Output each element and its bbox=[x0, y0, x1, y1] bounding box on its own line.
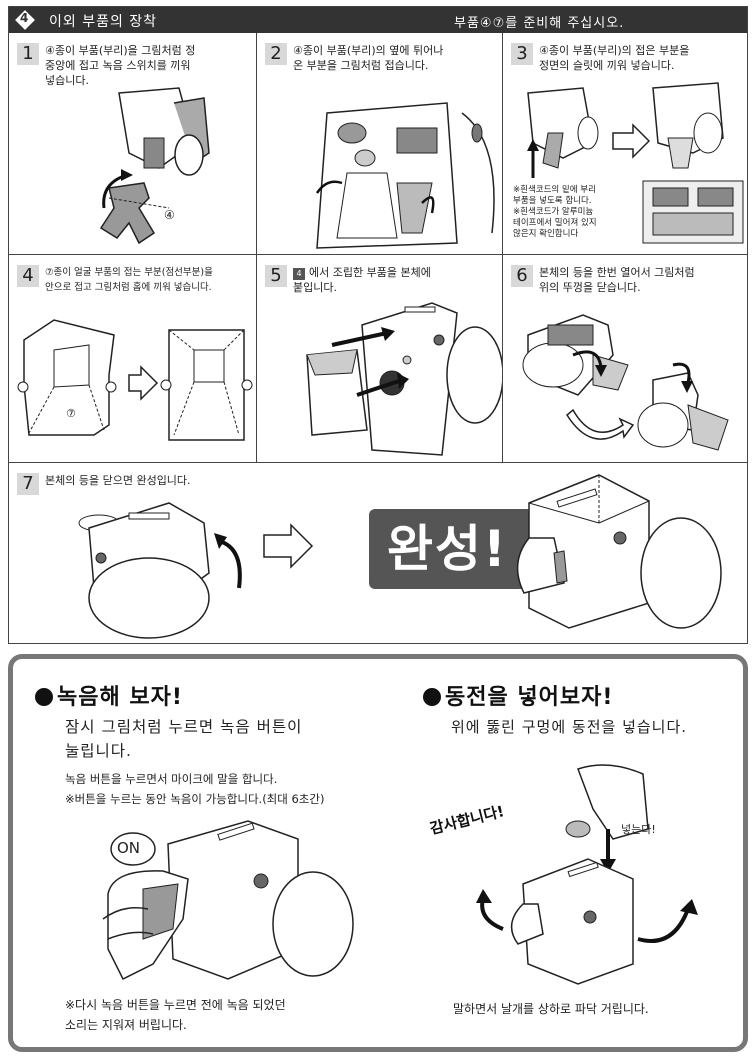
step-line: 넣습니다. bbox=[45, 74, 89, 87]
note-line: ※흰색코드의 밑에 부리 bbox=[513, 185, 596, 195]
parts-prep-text: 부품④⑦를 준비해 주십시오. bbox=[454, 16, 625, 31]
step-number: 4 bbox=[17, 265, 39, 287]
face-fold-illustration bbox=[17, 319, 253, 441]
usage-section: 녹음해 보자! 잠시 그림처럼 누르면 녹음 버튼이 눌립니다. 녹음 버튼을 … bbox=[8, 654, 748, 1052]
step-4-panel: 4 ⑦종이 얼굴 부품의 접는 부분(점선부분)을 안으로 접고 그림처럼 홈에… bbox=[9, 255, 257, 463]
step-number: 2 bbox=[265, 43, 287, 65]
step-number: 3 bbox=[511, 43, 533, 65]
coin-lead-line: 위에 뚫린 구멍에 동전을 넣습니다. bbox=[451, 718, 688, 736]
press-button-illustration bbox=[102, 820, 354, 981]
step-line: 온 부분을 그림처럼 접습니다. bbox=[293, 59, 429, 72]
step-text: ④종이 부품(부리)을 그림처럼 정 중앙에 접고 녹음 스위치를 끼워 넣습니… bbox=[45, 43, 195, 88]
on-label: ON bbox=[117, 839, 141, 857]
part-4-label: ④ bbox=[164, 208, 175, 222]
close-back-illustration bbox=[78, 474, 722, 639]
step-1-panel: 1 ④종이 부품(부리)을 그림처럼 정 중앙에 접고 녹음 스위치를 끼워 넣… bbox=[9, 33, 257, 255]
record-body: 녹음 버튼을 누르면서 마이크에 말을 합니다. ※버튼을 누르는 동안 녹음이… bbox=[65, 769, 324, 809]
section-header: 4 이외 부품의 장착 부품④⑦를 준비해 주십시오. bbox=[9, 7, 747, 33]
step-text: ⑦종이 얼굴 부품의 접는 부분(점선부분)을 안으로 접고 그림처럼 홈에 끼… bbox=[45, 265, 213, 295]
coin-footer-line: 말하면서 날개를 상하로 파닥 거립니다. bbox=[453, 1002, 649, 1016]
section-title: 이외 부품의 장착 bbox=[49, 14, 158, 30]
record-body-line: 녹음 버튼을 누르면서 마이크에 말을 합니다. bbox=[65, 772, 278, 786]
close-lid-illustration bbox=[522, 314, 729, 451]
record-lead-line: 눌립니다. bbox=[65, 742, 132, 760]
record-heading: 녹음해 보자! bbox=[35, 679, 183, 711]
step-line: 4 에서 조립한 부품을 본체에 bbox=[293, 265, 431, 280]
step-2-panel: 2 ④종이 부품(부리)의 옆에 튀어나 온 부분을 그림처럼 접습니다. bbox=[257, 33, 503, 255]
record-heading-text: 녹음해 보자! bbox=[57, 685, 183, 710]
coin-footer: 말하면서 날개를 상하로 파닥 거립니다. bbox=[453, 999, 649, 1019]
step-6-panel: 6 본체의 등을 한번 열어서 그림처럼 위의 뚜껑을 닫습니다. bbox=[503, 255, 747, 463]
step-3-panel: 3 ④종이 부품(부리)의 접은 부분을 정면의 슬릿에 끼워 넣습니다. bbox=[503, 33, 747, 255]
record-footer: ※다시 녹음 버튼을 누르면 전에 녹음 되었던 소리는 지워져 버립니다. bbox=[65, 995, 286, 1035]
beak-fold-illustration bbox=[99, 87, 210, 245]
bullet-dot-icon bbox=[35, 688, 53, 706]
step-ref-badge: 4 bbox=[293, 268, 305, 280]
step-number: 6 bbox=[511, 265, 533, 287]
step-text: 본체의 등을 닫으면 완성입니다. bbox=[45, 473, 191, 488]
attach-face-illustration bbox=[306, 302, 502, 456]
step-text: ④종이 부품(부리)의 옆에 튀어나 온 부분을 그림처럼 접습니다. bbox=[293, 43, 443, 73]
step-number: 7 bbox=[17, 473, 39, 495]
slit-insert-illustration bbox=[527, 82, 744, 244]
coin-lead: 위에 뚫린 구멍에 동전을 넣습니다. bbox=[451, 715, 687, 739]
step-line: ④종이 부품(부리)의 접은 부분을 bbox=[539, 44, 690, 57]
step-5-panel: 5 4 에서 조립한 부품을 본체에 붙입니다. bbox=[257, 255, 503, 463]
insert-coin-illustration bbox=[476, 764, 698, 985]
step-text: 4 에서 조립한 부품을 본체에 붙입니다. bbox=[293, 265, 431, 295]
step-text: 본체의 등을 한번 열어서 그림처럼 위의 뚜껑을 닫습니다. bbox=[539, 265, 695, 295]
step-line: ④종이 부품(부리)을 그림처럼 정 bbox=[45, 44, 196, 57]
step-number: 1 bbox=[17, 43, 39, 65]
record-footer-line: 소리는 지워져 버립니다. bbox=[65, 1018, 187, 1032]
record-lead: 잠시 그림처럼 누르면 녹음 버튼이 눌립니다. bbox=[65, 715, 302, 763]
note-line: 테이프에서 밀어져 있지 bbox=[513, 218, 597, 228]
assembly-section: 4 이외 부품의 장착 부품④⑦를 준비해 주십시오. 1 ④종이 부품(부리)… bbox=[8, 6, 748, 644]
coin-heading: 동전을 넣어보자! bbox=[423, 679, 613, 711]
step-line: ⑦종이 얼굴 부품의 접는 부분(점선부분)을 bbox=[45, 267, 213, 278]
record-lead-line: 잠시 그림처럼 누르면 녹음 버튼이 bbox=[65, 718, 303, 736]
step-line: 중앙에 접고 녹음 스위치를 끼워 bbox=[45, 59, 191, 72]
step-line: 위의 뚜껑을 닫습니다. bbox=[539, 281, 641, 294]
record-footer-line: ※다시 녹음 버튼을 누르면 전에 녹음 되었던 bbox=[65, 998, 286, 1012]
step-line: 붙입니다. bbox=[293, 281, 337, 294]
step-7-panel: 7 본체의 등을 닫으면 완성입니다. bbox=[9, 463, 747, 643]
bullet-dot-icon bbox=[423, 688, 441, 706]
step-line: 본체의 등을 한번 열어서 그림처럼 bbox=[539, 266, 695, 279]
step-line: ④종이 부품(부리)의 옆에 튀어나 bbox=[293, 44, 444, 57]
side-fold-illustration bbox=[315, 102, 495, 249]
note-line: 않은지 확인합니다 bbox=[513, 229, 579, 239]
record-body-line: ※버튼을 누르는 동안 녹음이 가능합니다.(최대 6초간) bbox=[65, 792, 325, 806]
section-step-number: 4 bbox=[20, 11, 29, 25]
step-3-notes: ※흰색코드의 밑에 부리 부품을 넣도록 합니다. ※흰색코드가 알루미늄 테이… bbox=[513, 185, 597, 240]
step-line: 본체의 등을 닫으면 완성입니다. bbox=[45, 474, 191, 487]
coin-heading-text: 동전을 넣어보자! bbox=[445, 685, 614, 710]
complete-label: 완성! bbox=[387, 520, 508, 578]
step-number: 5 bbox=[265, 265, 287, 287]
part-7-label: ⑦ bbox=[66, 407, 76, 420]
step-text: ④종이 부품(부리)의 접은 부분을 정면의 슬릿에 끼워 넣습니다. bbox=[539, 43, 689, 73]
step-line-text: 에서 조립한 부품을 본체에 bbox=[309, 266, 431, 279]
note-line: 부품을 넣도록 합니다. bbox=[513, 196, 592, 206]
step-line: 정면의 슬릿에 끼워 넣습니다. bbox=[539, 59, 675, 72]
put-label: 넣는다! bbox=[621, 823, 656, 836]
step-diamond-icon bbox=[15, 10, 35, 30]
step-line: 안으로 접고 그림처럼 홈에 끼워 넣습니다. bbox=[45, 282, 212, 293]
note-line: ※흰색코드가 알루미늄 bbox=[513, 207, 594, 217]
